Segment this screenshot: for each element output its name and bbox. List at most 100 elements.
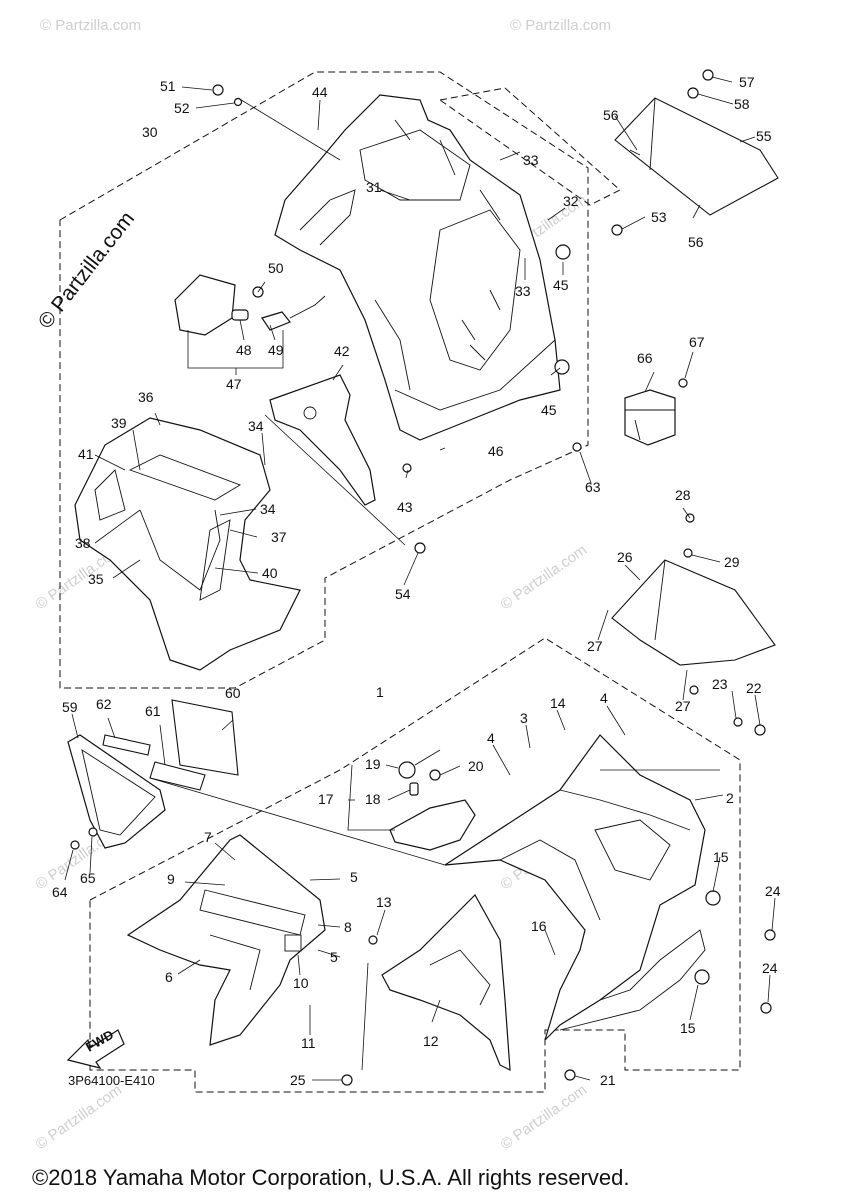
callout-4: 4: [487, 730, 495, 746]
callout-7: 7: [204, 829, 212, 845]
callout-29: 29: [724, 554, 740, 570]
callout-46: 46: [488, 443, 504, 459]
callout-9: 9: [167, 871, 175, 887]
watermark-text: © Partzilla.com: [498, 1081, 591, 1153]
windscreen-panel: [614, 97, 779, 216]
callout-62: 62: [96, 696, 112, 712]
callout-54: 54: [395, 586, 411, 602]
watermark-text: © Partzilla.com: [510, 17, 611, 34]
assembly-outlines: [59, 71, 741, 1093]
reference-code: 3P64100-E410: [68, 1073, 155, 1088]
callout-33: 33: [523, 152, 539, 168]
callout-39: 39: [111, 415, 127, 431]
screen-outline: [438, 87, 621, 206]
callout-67: 67: [689, 334, 705, 350]
callout-61: 61: [145, 703, 161, 719]
callout-59: 59: [62, 699, 78, 715]
watermark-text: © Partzilla.com: [33, 1081, 126, 1153]
callout-36: 36: [138, 389, 154, 405]
callout-13: 13: [376, 894, 392, 910]
callout-5b: 5: [330, 949, 338, 965]
partzilla-brand-text: © Partzilla.com: [34, 207, 139, 333]
callout-1: 1: [376, 684, 384, 700]
upper-cowling: [274, 94, 561, 441]
callout-11: 11: [301, 1035, 316, 1051]
callout-56: 56: [603, 107, 619, 123]
callout-44: 44: [312, 84, 328, 100]
lamp-unit-17: [389, 749, 476, 851]
callout-5: 5: [350, 869, 358, 885]
label-panels: [102, 699, 239, 791]
callout-64: 64: [52, 884, 68, 900]
inner-cover-42: [269, 374, 376, 506]
forward-arrow-icon: FWD: [66, 1027, 125, 1069]
callout-14: 14: [550, 695, 566, 711]
callout-27: 27: [587, 638, 603, 654]
callout-60: 60: [225, 685, 241, 701]
side-cover-59: [67, 734, 166, 849]
callout-27b: 27: [675, 698, 691, 714]
callout-58: 58: [734, 96, 750, 112]
watermark-text: © Partzilla.com: [498, 541, 591, 613]
lower-cowling-right: [444, 734, 706, 1041]
callout-21: 21: [600, 1072, 616, 1088]
callout-52: 52: [174, 100, 190, 116]
callout-15b: 15: [680, 1020, 696, 1036]
callout-28: 28: [675, 487, 691, 503]
callout-50: 50: [268, 260, 284, 276]
callout-63: 63: [585, 479, 601, 495]
callout-38: 38: [75, 535, 91, 551]
callout-45b: 45: [541, 402, 557, 418]
callout-20: 20: [468, 758, 484, 774]
leader-lines: [64, 76, 776, 1081]
callout-40: 40: [262, 565, 278, 581]
callout-26: 26: [617, 549, 633, 565]
callout-56b: 56: [688, 234, 704, 250]
callout-25: 25: [290, 1072, 306, 1088]
callout-16: 16: [531, 918, 547, 934]
callout-15: 15: [713, 849, 729, 865]
inner-panel-12: [381, 894, 511, 1072]
callout-22: 22: [746, 680, 762, 696]
callout-23: 23: [712, 676, 728, 692]
callout-41: 41: [78, 446, 94, 462]
callout-43: 43: [397, 499, 413, 515]
callout-32: 32: [563, 193, 579, 209]
callout-24: 24: [765, 883, 781, 899]
callout-53: 53: [651, 209, 667, 225]
callout-12: 12: [423, 1033, 439, 1049]
copyright-notice: ©2018 Yamaha Motor Corporation, U.S.A. A…: [32, 1165, 629, 1190]
callout-66: 66: [637, 350, 653, 366]
callout-48: 48: [236, 342, 252, 358]
upper-cowling-outline: [59, 71, 589, 689]
callout-34: 34: [248, 418, 264, 434]
watermark-text: © Partzilla.com: [40, 17, 141, 34]
callout-37: 37: [271, 529, 287, 545]
callout-24b: 24: [762, 960, 778, 976]
callout-42: 42: [334, 343, 350, 359]
bracket-66: [624, 389, 676, 446]
callout-30: 30: [142, 124, 158, 140]
visor-26: [611, 559, 776, 666]
callout-4b: 4: [600, 690, 608, 706]
upper-cowling-shell: [274, 94, 561, 441]
callout-55: 55: [756, 128, 772, 144]
callout-6: 6: [165, 969, 173, 985]
inner-panel-35: [74, 417, 301, 671]
callout-3: 3: [520, 710, 528, 726]
callout-45: 45: [553, 277, 569, 293]
callout-2: 2: [726, 790, 734, 806]
callout-34b: 34: [260, 501, 276, 517]
callout-57: 57: [739, 74, 755, 90]
callout-labels: 1 2 3 4 4 5 5 6 7 8 9 10 11 12 13 14 15 …: [52, 74, 781, 1088]
lower-cowling-left: [126, 834, 326, 1046]
callout-35: 35: [88, 571, 104, 587]
callout-65: 65: [80, 870, 96, 886]
callout-33b: 33: [515, 283, 531, 299]
callout-17: 17: [318, 791, 334, 807]
callout-51: 51: [160, 78, 176, 94]
callout-8: 8: [344, 919, 352, 935]
headlight-assembly: [174, 274, 326, 336]
windscreen: [614, 97, 779, 216]
